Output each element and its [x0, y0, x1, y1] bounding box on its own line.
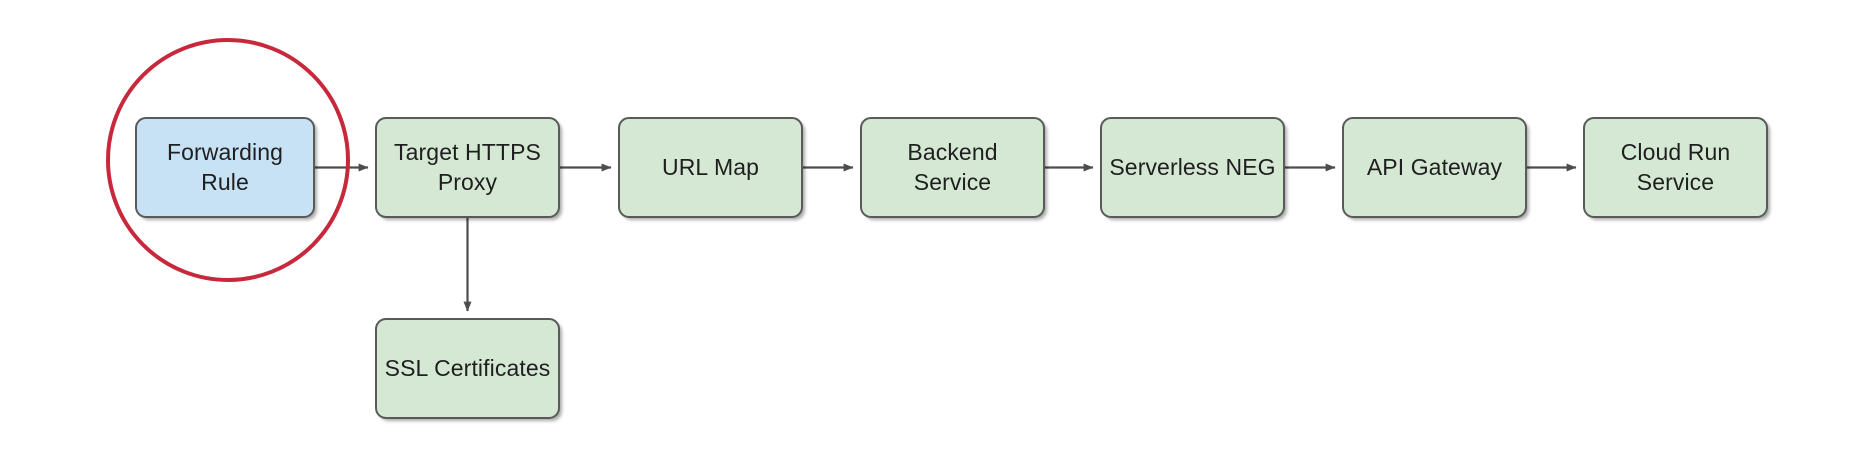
node-label-ssl-certificates: SSL Certificates: [384, 354, 551, 381]
node-label-api-gateway: API Gateway: [1366, 153, 1503, 180]
node-serverless-neg[interactable]: Serverless NEG: [1100, 117, 1285, 218]
node-label-serverless-neg: Serverless NEG: [1109, 153, 1276, 180]
node-target-https-proxy[interactable]: Target HTTPS Proxy: [375, 117, 560, 218]
node-label-cloud-run-service: Cloud Run Service: [1620, 139, 1731, 195]
node-url-map[interactable]: URL Map: [618, 117, 803, 218]
highlight-forwarding-rule: [106, 38, 350, 282]
node-label-target-https-proxy: Target HTTPS Proxy: [394, 139, 541, 195]
node-ssl-certificates[interactable]: SSL Certificates: [375, 318, 560, 419]
node-api-gateway[interactable]: API Gateway: [1342, 117, 1527, 218]
node-label-url-map: URL Map: [662, 153, 759, 180]
node-cloud-run-service[interactable]: Cloud Run Service: [1583, 117, 1768, 218]
node-label-backend-service: Backend Service: [907, 139, 998, 195]
node-backend-service[interactable]: Backend Service: [860, 117, 1045, 218]
